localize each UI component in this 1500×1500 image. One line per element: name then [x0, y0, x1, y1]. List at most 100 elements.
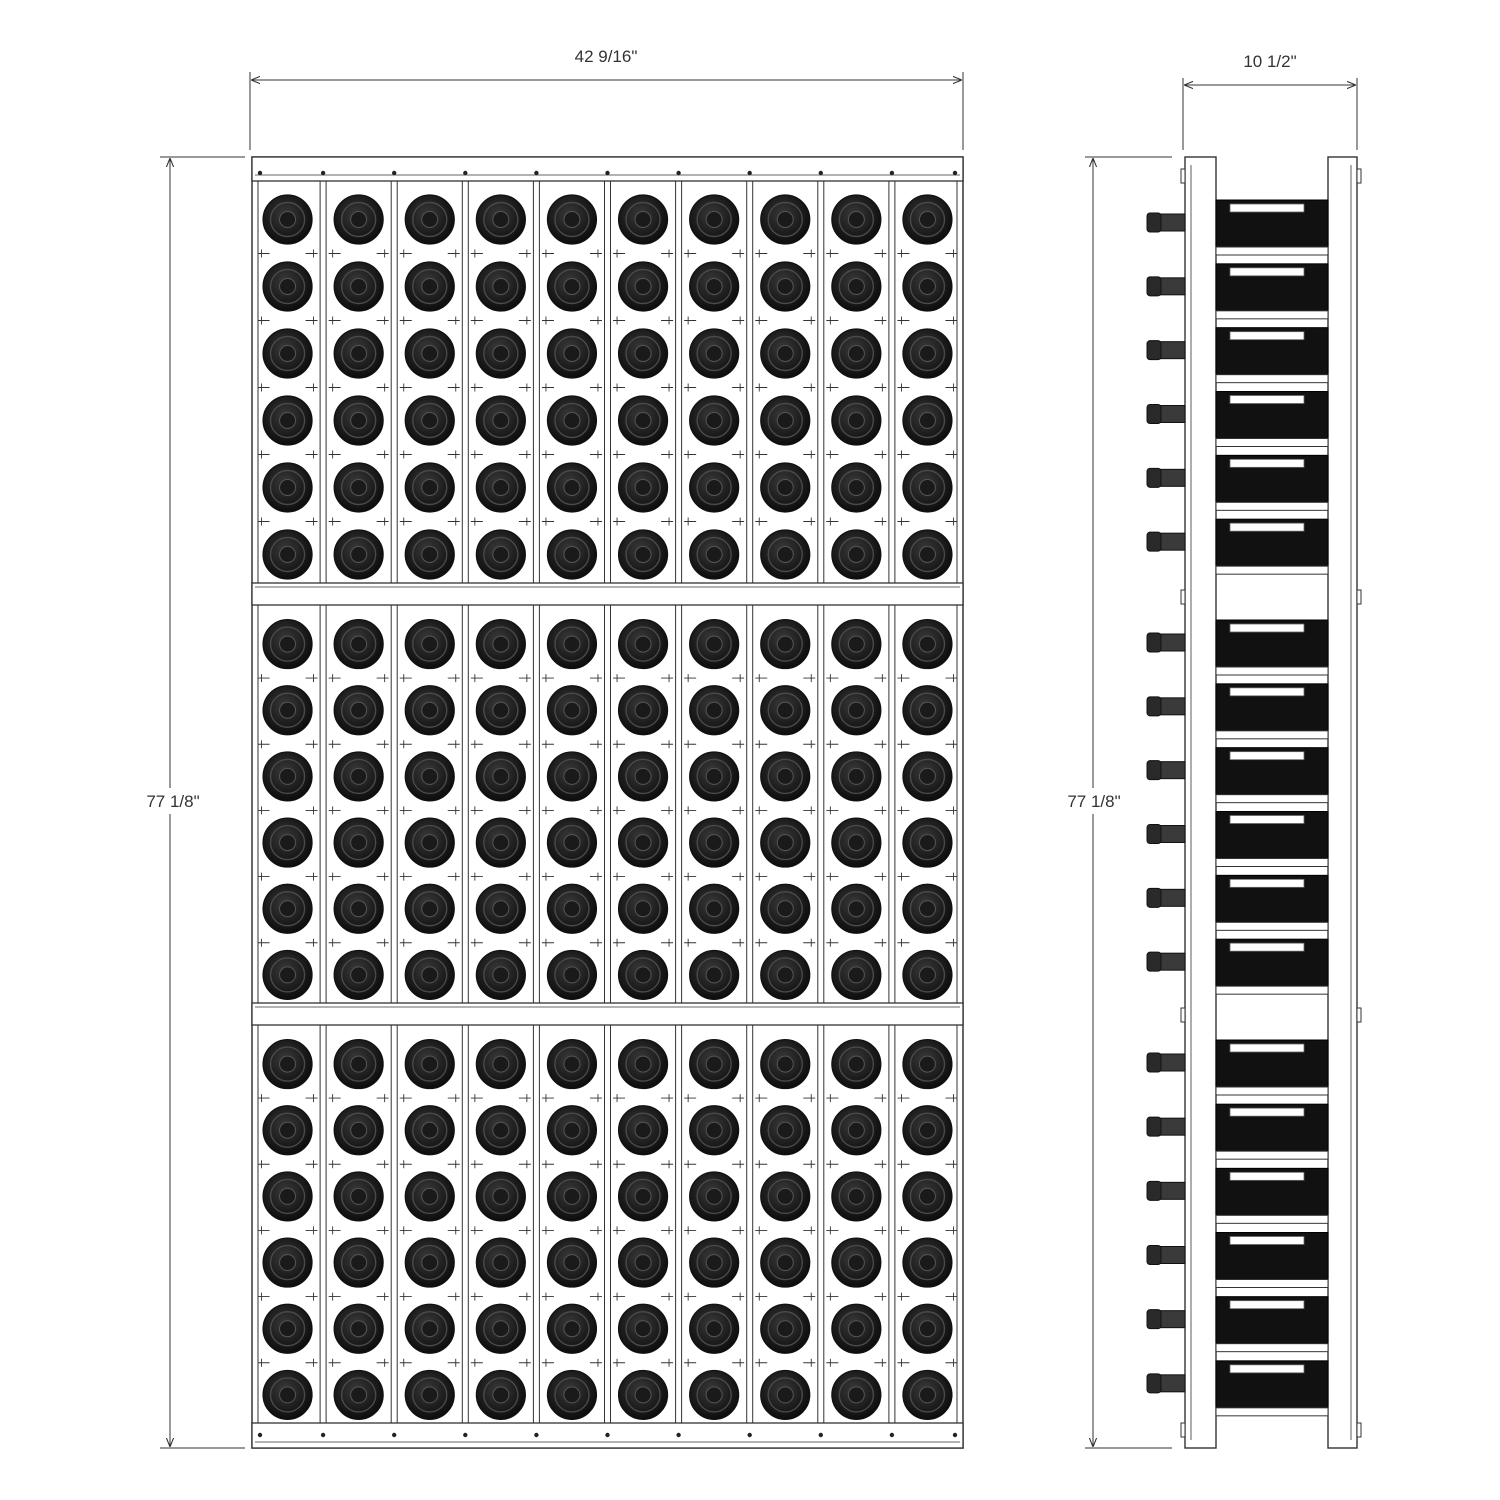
bottle-punt-ring [269, 268, 306, 305]
bottle-highlight [1229, 687, 1305, 697]
bottle-punt [776, 412, 794, 429]
bottle-neck [1159, 1117, 1186, 1136]
bottle-punt-ring [340, 891, 377, 927]
bracket [1180, 168, 1186, 184]
bottle-cradle [399, 938, 460, 947]
bottle-neck [1159, 405, 1186, 423]
bottle-punt-ring [483, 335, 519, 372]
bottle-punt [847, 479, 865, 496]
bottle-punt-ring [625, 957, 661, 993]
bottle-punt [279, 1320, 297, 1338]
bottle-punt-ring [483, 1046, 519, 1082]
bottle-punt-ring [625, 692, 661, 728]
bottle-punt-ring [909, 1377, 946, 1413]
bottle-cradle [328, 806, 389, 815]
bottle-punt-ring [554, 1178, 590, 1215]
bottle-neck [1159, 532, 1186, 551]
bottle-cradle [257, 938, 318, 947]
bottle-cork [1146, 1309, 1162, 1330]
bottle-punt [492, 900, 510, 918]
bottle-punt-ring [838, 626, 875, 662]
bottle-punt [350, 966, 368, 984]
bottle-punt-ring [696, 957, 732, 993]
bottle-punt [350, 767, 368, 785]
bottle-cork [1146, 632, 1162, 653]
bottle-cradle [897, 1292, 958, 1301]
front-height-label: 77 1/8" [146, 792, 199, 811]
bracket [1356, 1422, 1362, 1438]
bottle-cradle [541, 1292, 602, 1301]
rail-screw [463, 170, 468, 176]
bottle-punt [918, 966, 936, 984]
bottle-punt [350, 1187, 368, 1205]
bottle-highlight [1229, 331, 1305, 341]
rail-screw [605, 1432, 610, 1438]
bottle-punt-ring [269, 536, 306, 573]
bottle-punt-ring [625, 1046, 661, 1082]
bottle-cradle [684, 249, 745, 258]
bottle-punt [776, 345, 794, 362]
bottle-punt-ring [554, 268, 590, 305]
bottle-punt-ring [909, 201, 946, 238]
bottle-punt-ring [767, 402, 803, 439]
bottle-punt-ring [269, 469, 306, 506]
bottle-cradle [613, 1160, 674, 1169]
bottle-punt [279, 900, 297, 918]
bottle-punt [492, 1121, 510, 1139]
bottle-punt [634, 278, 652, 295]
bottle-punt [563, 278, 581, 295]
rail-screw [747, 1432, 752, 1438]
bottle-punt [350, 1386, 368, 1404]
bottle-punt-ring [412, 1046, 448, 1082]
bottle-punt [634, 966, 652, 984]
bottle-cradle [826, 938, 887, 947]
bottle-punt [918, 767, 936, 785]
bottle-punt-ring [838, 268, 875, 305]
bottle-punt [847, 546, 865, 563]
bottle-cradle [755, 1292, 816, 1301]
bottle-cradle [684, 872, 745, 881]
bottle-punt-ring [412, 201, 448, 238]
bottle-cradle [684, 450, 745, 459]
bottle-punt-ring [483, 824, 519, 861]
bottle-cradle [399, 316, 460, 325]
bottle-punt [421, 1187, 439, 1205]
bottle-highlight [1229, 815, 1305, 824]
bottle-punt [776, 1386, 794, 1404]
bottle-punt [847, 345, 865, 362]
bottle-punt-ring [625, 1311, 661, 1347]
side-depth-label: 10 1/2" [1243, 52, 1296, 71]
bottle-punt-ring [483, 268, 519, 305]
bottle-punt-ring [340, 824, 377, 861]
bottle-punt [705, 211, 723, 228]
bottle-punt [705, 1386, 723, 1404]
bottle-cradle [399, 450, 460, 459]
bottle-punt [847, 1187, 865, 1205]
bracket [1356, 168, 1362, 184]
bottle-punt [563, 834, 581, 852]
bottle-cork [1146, 467, 1162, 488]
section-divider [251, 582, 964, 606]
bottle-shelf-rail [1215, 565, 1329, 575]
back-upright [1327, 156, 1358, 1449]
bottle-punt-ring [909, 1244, 946, 1281]
bottle-punt-ring [838, 1244, 875, 1281]
bottle-punt [776, 1320, 794, 1338]
bottle-punt [634, 1320, 652, 1338]
bottle-punt-ring [838, 536, 875, 573]
bottle-cradle [257, 450, 318, 459]
bottle-punt-ring [838, 692, 875, 728]
bottle-cradle [257, 316, 318, 325]
bracket [1180, 1007, 1186, 1023]
bottle-punt [634, 1254, 652, 1272]
bottle-punt-ring [554, 758, 590, 795]
bottle-cradle [257, 806, 318, 815]
bottle-punt [492, 345, 510, 362]
rail-screw [676, 1432, 681, 1438]
bottle-punt-ring [696, 891, 732, 927]
bottle-punt [350, 900, 368, 918]
front-width-dimension: 42 9/16" [249, 47, 964, 150]
bottle-shelf-rail [1215, 666, 1329, 676]
bottle-cradle [613, 1226, 674, 1235]
